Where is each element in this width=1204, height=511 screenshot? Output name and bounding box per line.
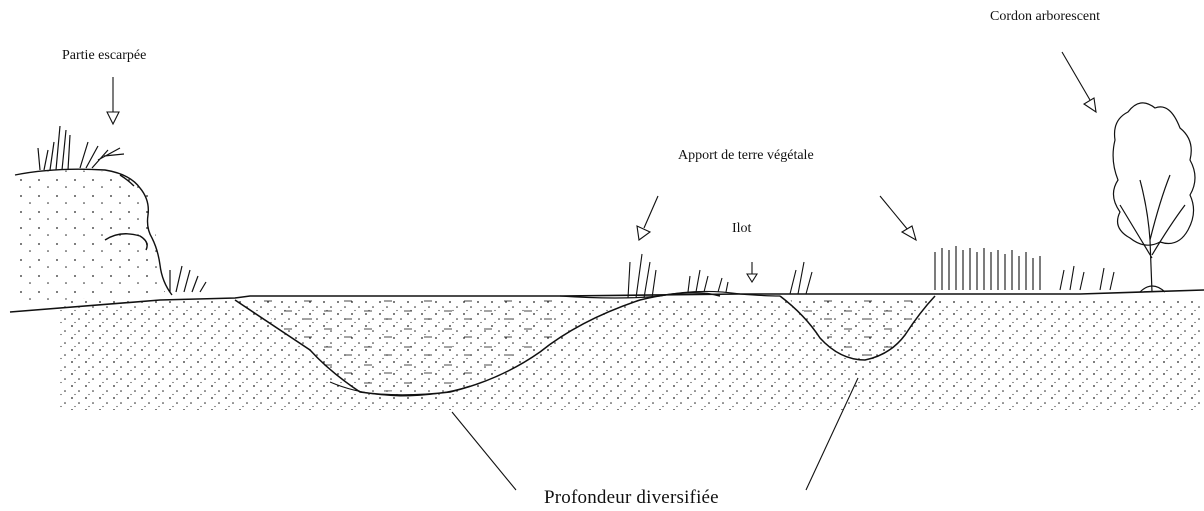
label-topsoil: Apport de terre végétale [678, 148, 814, 164]
arrow-steep-bank [107, 77, 119, 124]
arrow-topsoil-right [880, 196, 916, 240]
label-islet: Ilot [732, 221, 751, 237]
arrow-tree-row [1062, 52, 1096, 112]
tree [1113, 103, 1195, 292]
arrow-depth-left [452, 412, 516, 490]
arrow-topsoil-left [637, 196, 658, 240]
pointer-arrows [107, 52, 1096, 490]
label-steep-bank: Partie escarpée [62, 48, 146, 64]
label-tree-row: Cordon arborescent [990, 9, 1100, 25]
islet-mound [560, 291, 780, 298]
label-depth: Profondeur diversifiée [544, 487, 719, 509]
arrow-islet [747, 262, 757, 282]
reed-strip [935, 246, 1114, 290]
